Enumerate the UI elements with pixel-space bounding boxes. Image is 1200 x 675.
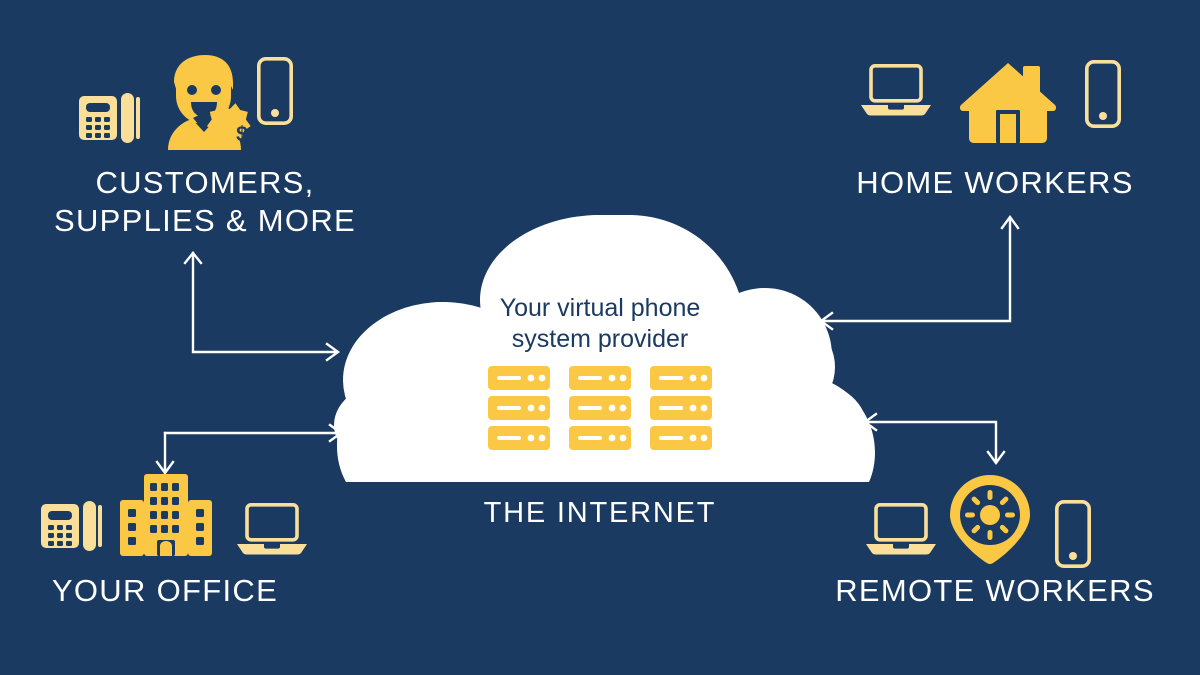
smartphone-icon xyxy=(1055,500,1091,568)
customer-person-icon: $ xyxy=(168,55,251,150)
node-label-customers: CUSTOMERS, SUPPLIES & MORE xyxy=(53,165,357,238)
desk-phone-icon xyxy=(41,501,102,551)
desk-phone-icon xyxy=(79,93,140,143)
connector-home-to-cloud xyxy=(818,214,1020,331)
cloud-provider-label: Your virtual phone system provider xyxy=(499,294,701,353)
server-rack xyxy=(488,366,550,450)
smartphone-icon xyxy=(257,57,293,125)
laptop-icon xyxy=(866,503,936,555)
map-pin-sun-icon xyxy=(950,475,1030,565)
connector-customers-to-cloud xyxy=(183,251,341,362)
smartphone-icon xyxy=(1085,60,1121,128)
node-label-your-office: YOUR OFFICE xyxy=(51,573,279,608)
house-icon xyxy=(959,63,1057,143)
node-label-home-workers: HOME WORKERS xyxy=(856,165,1134,200)
office-building-icon xyxy=(120,474,212,556)
laptop-icon xyxy=(237,503,307,555)
svg-text:$: $ xyxy=(236,123,248,146)
internet-label: THE INTERNET xyxy=(483,497,717,529)
laptop-icon xyxy=(861,64,931,116)
connector-remote-to-cloud xyxy=(862,412,1006,466)
node-label-remote-workers: REMOTE WORKERS xyxy=(835,573,1155,608)
server-rack xyxy=(650,366,712,450)
connector-office-to-cloud xyxy=(155,423,344,476)
server-rack xyxy=(569,366,631,450)
